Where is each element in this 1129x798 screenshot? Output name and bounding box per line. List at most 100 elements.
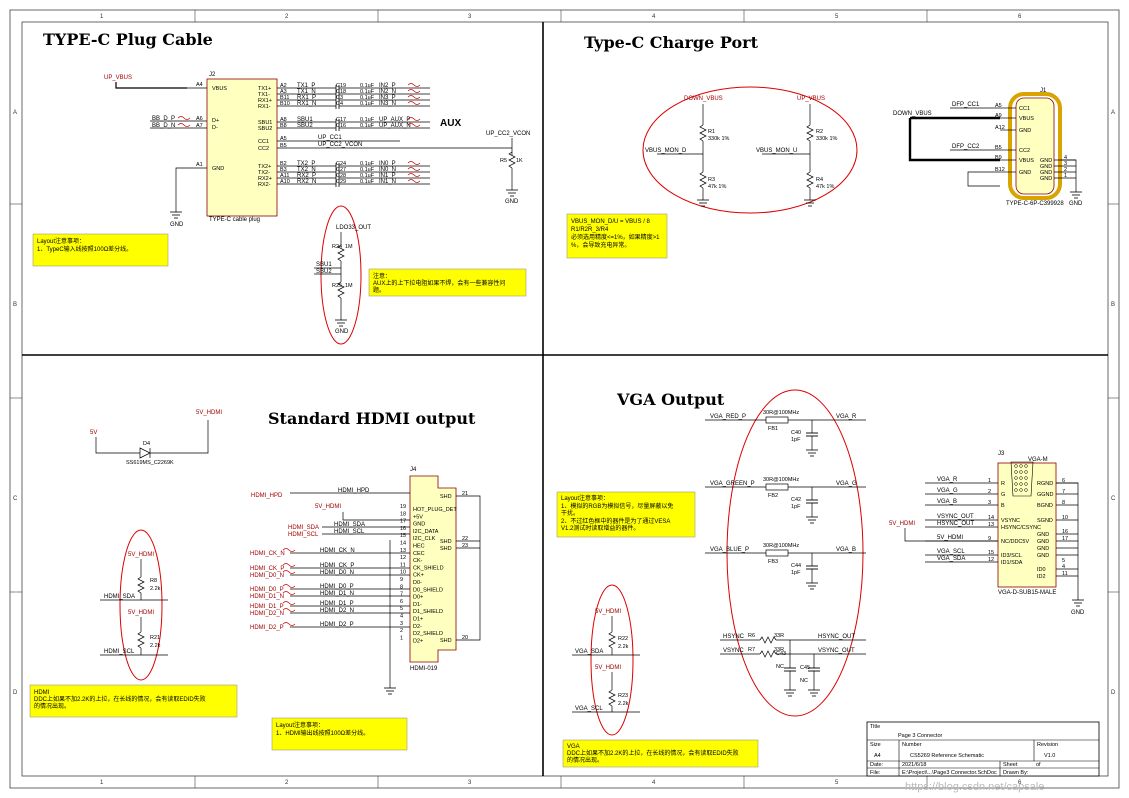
pin-num: 8 [400,584,403,590]
pin-num: A1 [196,162,203,168]
pin-num: 11 [400,562,406,568]
pin-label: HOT_PLUG_DET [413,507,457,513]
aux-label: AUX [440,118,461,129]
resistor-val: 2.2k [150,643,161,649]
net-label: RX2_P [297,173,316,179]
pin-label: D2+ [413,638,423,644]
resistor-ref: R23 [618,693,628,699]
pin-label: D+ [212,118,219,124]
pin-label: CC2 [1019,148,1030,154]
pin-num: 14 [400,541,406,547]
pin-num: 1 [988,478,991,484]
net-label: VGA_R [836,414,857,420]
tb-file-label: File: [870,770,881,776]
diode-part: SS619MS_C2269K [126,460,174,466]
pin-num: A5 [280,136,287,142]
pin-num: 6 [1062,478,1065,484]
cap-ref: C27 [336,167,346,173]
pin-label: D- [212,125,218,131]
connector-name: VGA-D-SUB15-MALE [998,590,1056,596]
pin-label: CC2 [258,146,269,152]
ruler-col: 3 [468,780,472,786]
pin-label: TX2+ [258,164,271,170]
fb-val: 30R@100MHz [763,543,799,549]
net-label: VGA_G [836,481,857,487]
resistor-ref: R6 [748,633,755,639]
pin-label: GND [1037,546,1049,552]
pin-label: CK+ [413,573,424,579]
cap-ref: C28 [336,173,346,179]
cap-val: 0.1uF [360,101,375,107]
pin-num: 10 [1062,515,1068,521]
pin-label: TX1+ [258,86,271,92]
pin-label: VBUS [212,86,227,92]
pin-label: GND [1037,539,1049,545]
net-label: HDMI_SDA [104,594,135,600]
cap-val: NC [776,664,784,670]
vga-pin-dot [1019,464,1023,468]
net-label: 5V_HDMI [889,521,915,527]
pin-label: RGND [1037,481,1053,487]
section-title: TYPE-C Plug Cable [43,30,213,49]
pin-label: RX1- [258,104,271,110]
pin-num: 9 [988,536,991,542]
net-label: HDMI_D0_P [250,587,284,593]
resistor-ref: R4 [816,177,823,183]
ruler-col: 1 [100,14,104,20]
pin-num: B5 [995,145,1002,151]
net-label: HDMI_SCL [334,529,365,535]
pin-num: B3 [280,167,287,173]
cap-val: 0.1uF [360,123,375,129]
net-label: IN0_N [379,167,396,173]
pin-num: 4 [400,614,403,620]
pin-num: 23 [462,543,468,549]
vga-pin-dot [1014,470,1018,474]
pin-label: SHD [440,539,452,545]
note-line: 1、HDMI输出线按照100Ω差分线。 [276,729,369,737]
net-label: HDMI_D2_P [250,625,284,631]
net-label: DOWN_VBUS [684,96,723,102]
cap-ref: C45 [800,665,810,671]
net-label: HDMI_D1_P [320,601,354,607]
ruler-col: 3 [468,14,472,20]
diff-mark [282,584,296,588]
ruler-col: 5 [835,14,839,20]
pin-num: 20 [462,635,468,641]
section-hdmi: Standard HDMI output 5V 5V_HDMI D4 SS619… [29,409,481,751]
note-box [562,739,759,768]
section-title: VGA Output [616,390,725,409]
note-line: 1、模拟的RGB为模拟信号，尽量屏蔽以免 [561,502,673,510]
net-label: UP_AUX_P [379,117,410,123]
pin-num: A10 [280,179,290,185]
net-label: TX1_N [297,89,316,95]
diff-mark [282,591,296,595]
cap-val: 0.1uF [360,83,375,89]
ruler-row: D [13,690,18,696]
resistor-symbol [759,650,777,658]
net-label: VGA_BLUE_P [710,547,749,553]
vga-pin-dot [1024,488,1028,492]
pin-label: CK_SHIELD [413,565,444,571]
pin-label: ID0 [1037,567,1046,573]
connector-ref: J3 [998,451,1005,457]
cap-ref: C17 [336,117,346,123]
pin-label: CK- [413,558,423,564]
resistor-val: 2.2k [150,586,161,592]
diff-mark [282,608,296,612]
pin-num: 8 [1062,500,1065,506]
pin-num: 5 [1062,558,1065,564]
cap-ref: C4 [336,101,343,107]
ruler-col: 4 [652,780,656,786]
tb-revision-label: Revision [1037,742,1058,748]
net-label: HDMI_D1_N [250,594,284,600]
tb-title-label: Title [870,724,880,730]
pin-label: +5V [413,514,423,520]
note-line: 的情况出现。 [567,756,603,764]
pin-label: D0_SHIELD [413,587,443,593]
pin-label: SBU1 [258,120,272,126]
cap-val: 0.1uF [360,161,375,167]
diff-mark [407,173,421,177]
net-label: TX2_N [297,167,316,173]
net-label: VGA_GREEN_P [710,481,755,487]
pin-label: TX2- [258,170,270,176]
